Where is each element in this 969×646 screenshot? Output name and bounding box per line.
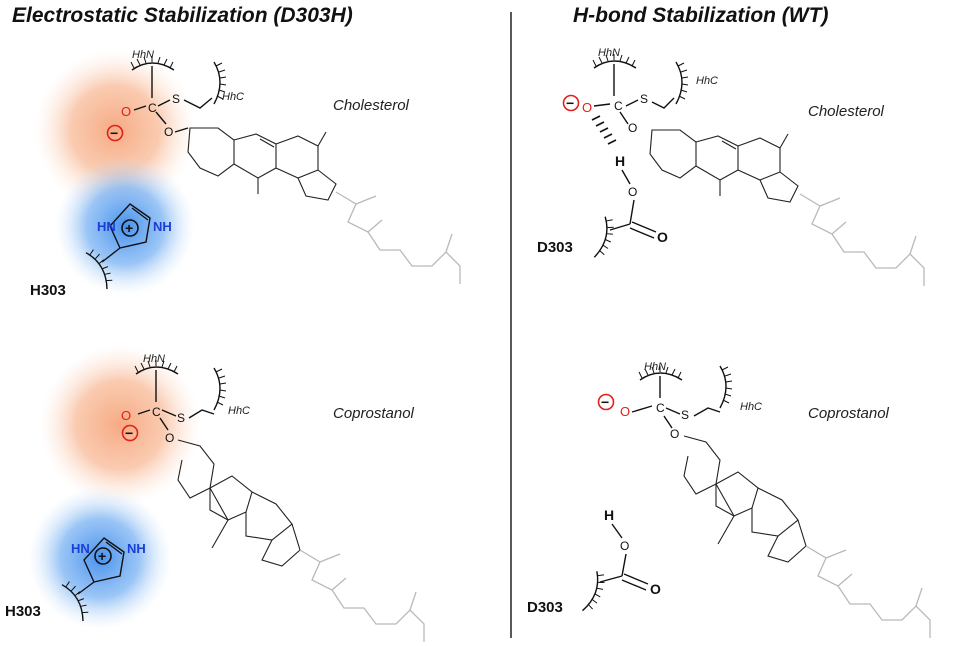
hhn-label: HhN bbox=[598, 47, 620, 59]
svg-text:O: O bbox=[121, 408, 131, 423]
negative-charge bbox=[121, 424, 139, 442]
left-bottom-scheme: HhN HhC C O − S O Coprostanol HN NH + H3… bbox=[5, 345, 425, 643]
residue-label: H303 bbox=[5, 603, 41, 620]
svg-text:HN: HN bbox=[97, 219, 116, 234]
svg-text:S: S bbox=[681, 408, 689, 422]
positive-charge bbox=[94, 547, 112, 565]
svg-text:C: C bbox=[656, 401, 665, 415]
hhn-label: HhN bbox=[132, 49, 154, 61]
hhc-label: HhC bbox=[228, 405, 250, 417]
residue-label: D303 bbox=[537, 239, 573, 256]
negative-charge-glow bbox=[40, 345, 200, 505]
svg-text:O: O bbox=[650, 581, 661, 597]
svg-text:+: + bbox=[125, 220, 133, 236]
hhc-label: HhC bbox=[222, 91, 244, 103]
svg-text:O: O bbox=[620, 539, 629, 553]
h-bond bbox=[591, 115, 617, 145]
svg-text:NH: NH bbox=[127, 541, 146, 556]
hhn-label: HhN bbox=[644, 361, 666, 373]
svg-text:−: − bbox=[566, 95, 574, 111]
svg-text:S: S bbox=[172, 92, 180, 106]
negative-charge bbox=[562, 94, 580, 112]
left-top-scheme: HhN HhC C O − S O Cholesterol HN NH + H3… bbox=[30, 49, 461, 299]
negative-charge bbox=[106, 124, 124, 142]
svg-text:O: O bbox=[628, 121, 637, 135]
svg-text:C: C bbox=[152, 405, 161, 419]
svg-text:HN: HN bbox=[71, 541, 90, 556]
positive-charge-glow bbox=[55, 156, 195, 296]
svg-text:S: S bbox=[177, 411, 185, 425]
hhc-label: HhC bbox=[740, 401, 762, 413]
negative-charge bbox=[597, 393, 615, 411]
svg-text:O: O bbox=[164, 125, 173, 139]
molecule-name: Cholesterol bbox=[808, 103, 885, 120]
hhc-label: HhC bbox=[696, 75, 718, 87]
molecule-name: Cholesterol bbox=[333, 97, 410, 114]
right-bottom-scheme: HhN HhC C O − S O Coprostanol H O O D303 bbox=[527, 361, 931, 639]
svg-text:O: O bbox=[165, 431, 174, 445]
right-top-scheme: HhN HhC C O − S O H O O D303 Cholesterol bbox=[537, 47, 925, 287]
svg-text:O: O bbox=[620, 404, 630, 419]
svg-text:O: O bbox=[628, 185, 637, 199]
hhn-label: HhN bbox=[143, 353, 165, 365]
residue-label: D303 bbox=[527, 599, 563, 616]
svg-text:O: O bbox=[670, 427, 679, 441]
svg-text:O: O bbox=[657, 229, 668, 245]
svg-text:−: − bbox=[601, 394, 609, 410]
svg-text:O: O bbox=[121, 104, 131, 119]
molecule-name: Coprostanol bbox=[333, 405, 415, 422]
positive-charge bbox=[121, 219, 139, 237]
hydrogen-atom: H bbox=[604, 507, 614, 523]
svg-text:C: C bbox=[614, 99, 623, 113]
svg-text:O: O bbox=[582, 100, 592, 115]
left-panel-title: Electrostatic Stabilization (D303H) bbox=[12, 4, 353, 27]
svg-text:+: + bbox=[98, 548, 106, 564]
right-panel-title: H-bond Stabilization (WT) bbox=[573, 4, 828, 27]
hydrogen-atom: H bbox=[615, 153, 625, 169]
positive-charge-glow bbox=[28, 486, 172, 630]
svg-text:C: C bbox=[148, 101, 157, 115]
svg-text:−: − bbox=[110, 125, 118, 141]
molecule-name: Coprostanol bbox=[808, 405, 890, 422]
svg-text:−: − bbox=[125, 425, 133, 441]
svg-text:NH: NH bbox=[153, 219, 172, 234]
residue-label: H303 bbox=[30, 282, 66, 299]
svg-text:S: S bbox=[640, 92, 648, 106]
